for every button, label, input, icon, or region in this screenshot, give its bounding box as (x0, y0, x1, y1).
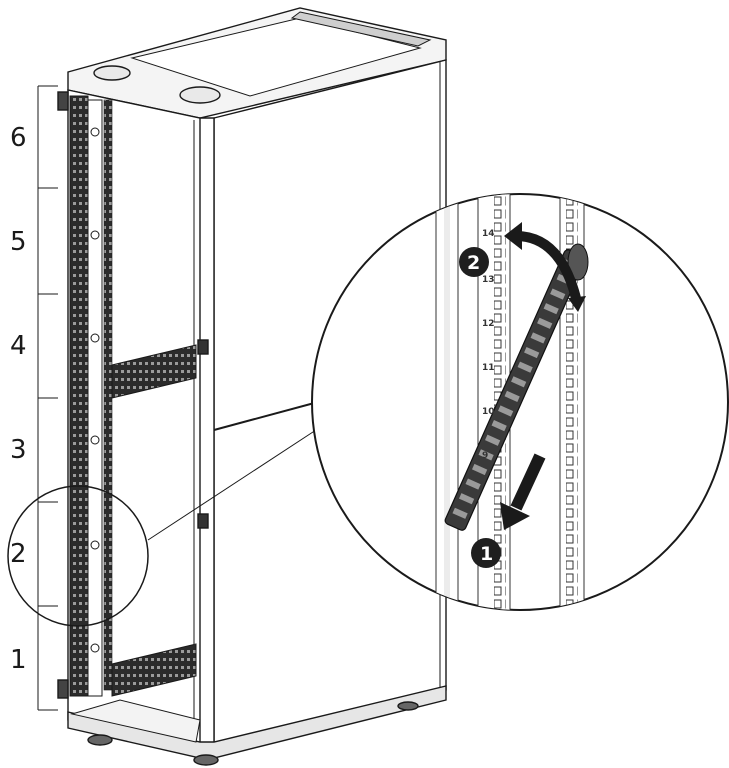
leveling-foot-front-right (194, 755, 218, 765)
door-latch-lower (198, 514, 208, 528)
cable-entry-hole-left (94, 66, 130, 80)
bottom-hinge (58, 680, 68, 698)
u-label-12: 12 (482, 319, 495, 329)
u-label-14: 14 (482, 229, 495, 239)
segment-label-2: 2 (10, 539, 27, 569)
front-mounting-rail (70, 96, 88, 696)
top-hinge (58, 92, 68, 110)
segment-label-1: 1 (10, 645, 27, 675)
u-label-9: 9 (482, 451, 488, 461)
u-label-11: 11 (482, 363, 495, 373)
segment-bracket (38, 86, 58, 710)
segment-label-3: 3 (10, 435, 27, 465)
door-latch-upper (198, 340, 208, 354)
segment-label-4: 4 (10, 331, 27, 361)
u-label-13: 13 (482, 275, 495, 285)
step-1-label: 1 (480, 543, 493, 565)
u-label-10: 10 (482, 407, 495, 417)
leveling-foot-front-left (88, 735, 112, 745)
segment-label-5: 5 (10, 227, 27, 257)
leveling-foot-rear-right (398, 702, 418, 710)
segment-label-6: 6 (10, 123, 27, 153)
step-2-label: 2 (467, 252, 480, 274)
front-rail-flange (88, 100, 102, 696)
rear-mounting-rail (104, 100, 112, 690)
cable-entry-hole-front (180, 87, 220, 103)
